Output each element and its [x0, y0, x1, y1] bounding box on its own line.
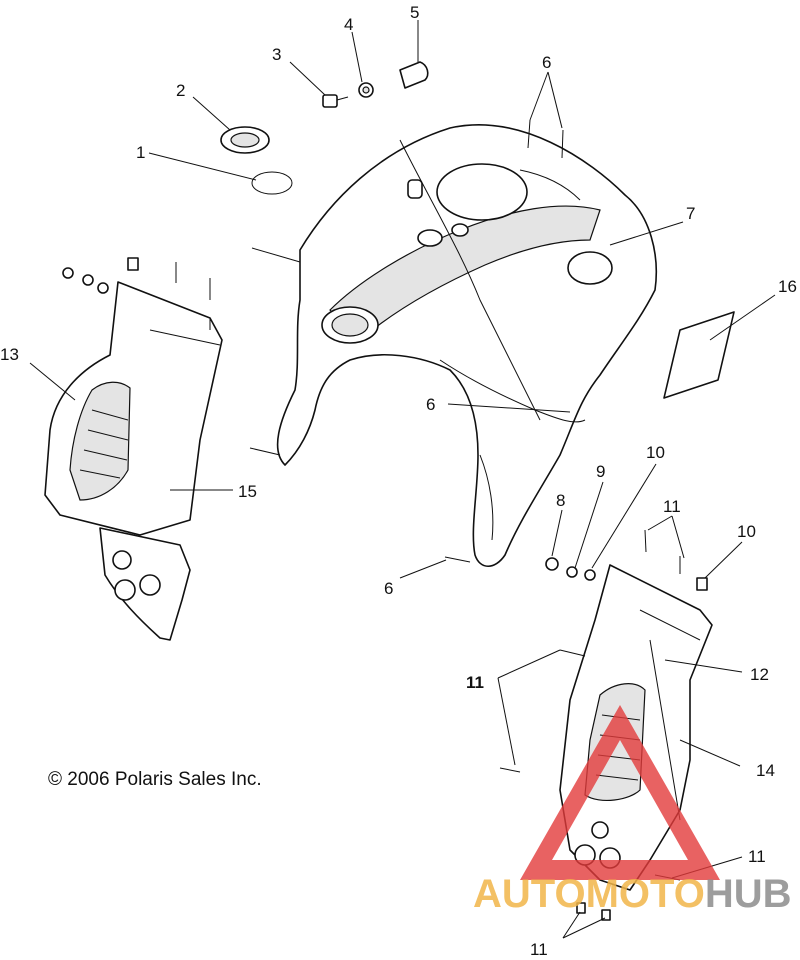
callout-2: 2 — [176, 81, 185, 100]
callout-10-top: 10 — [646, 443, 665, 462]
callout-11-left: 11 — [466, 673, 484, 692]
callout-7: 7 — [686, 204, 695, 223]
automotohub-watermark: AUTOMOTOHUB — [473, 705, 792, 916]
hood-console-part — [276, 124, 658, 568]
watermark-text-auto: AUTOMOTO — [473, 872, 705, 916]
hardware-parts — [62, 61, 735, 921]
callout-8: 8 — [556, 491, 565, 510]
callout-14: 14 — [756, 761, 775, 780]
callout-15: 15 — [238, 482, 257, 501]
callout-11-top: 11 — [663, 497, 681, 516]
callout-4: 4 — [344, 15, 353, 34]
left-side-panel-part — [44, 281, 223, 641]
callout-11-bottom: 11 — [530, 940, 548, 959]
callout-1: 1 — [136, 143, 145, 162]
callout-13: 13 — [0, 345, 19, 364]
callout-6-middle: 6 — [426, 395, 435, 414]
callout-16: 16 — [778, 277, 797, 296]
callout-6-top: 6 — [542, 53, 551, 72]
watermark-triangle-icon — [520, 705, 720, 880]
callout-6-bottom: 6 — [384, 579, 393, 598]
callout-11-right: 11 — [748, 847, 766, 866]
callout-12: 12 — [750, 665, 769, 684]
callout-10-right: 10 — [737, 522, 756, 541]
svg-text:AUTOMOTOHUB: AUTOMOTOHUB — [473, 872, 792, 916]
callout-9: 9 — [596, 462, 605, 481]
leader-lines — [29, 20, 776, 939]
copyright-notice: © 2006 Polaris Sales Inc. — [48, 769, 262, 790]
callout-5: 5 — [410, 3, 419, 22]
callout-3: 3 — [272, 45, 281, 64]
callout-labels: 1 2 3 4 5 6 6 6 7 8 9 10 10 11 11 11 11 … — [0, 3, 797, 959]
watermark-text-hub: HUB — [705, 872, 792, 916]
